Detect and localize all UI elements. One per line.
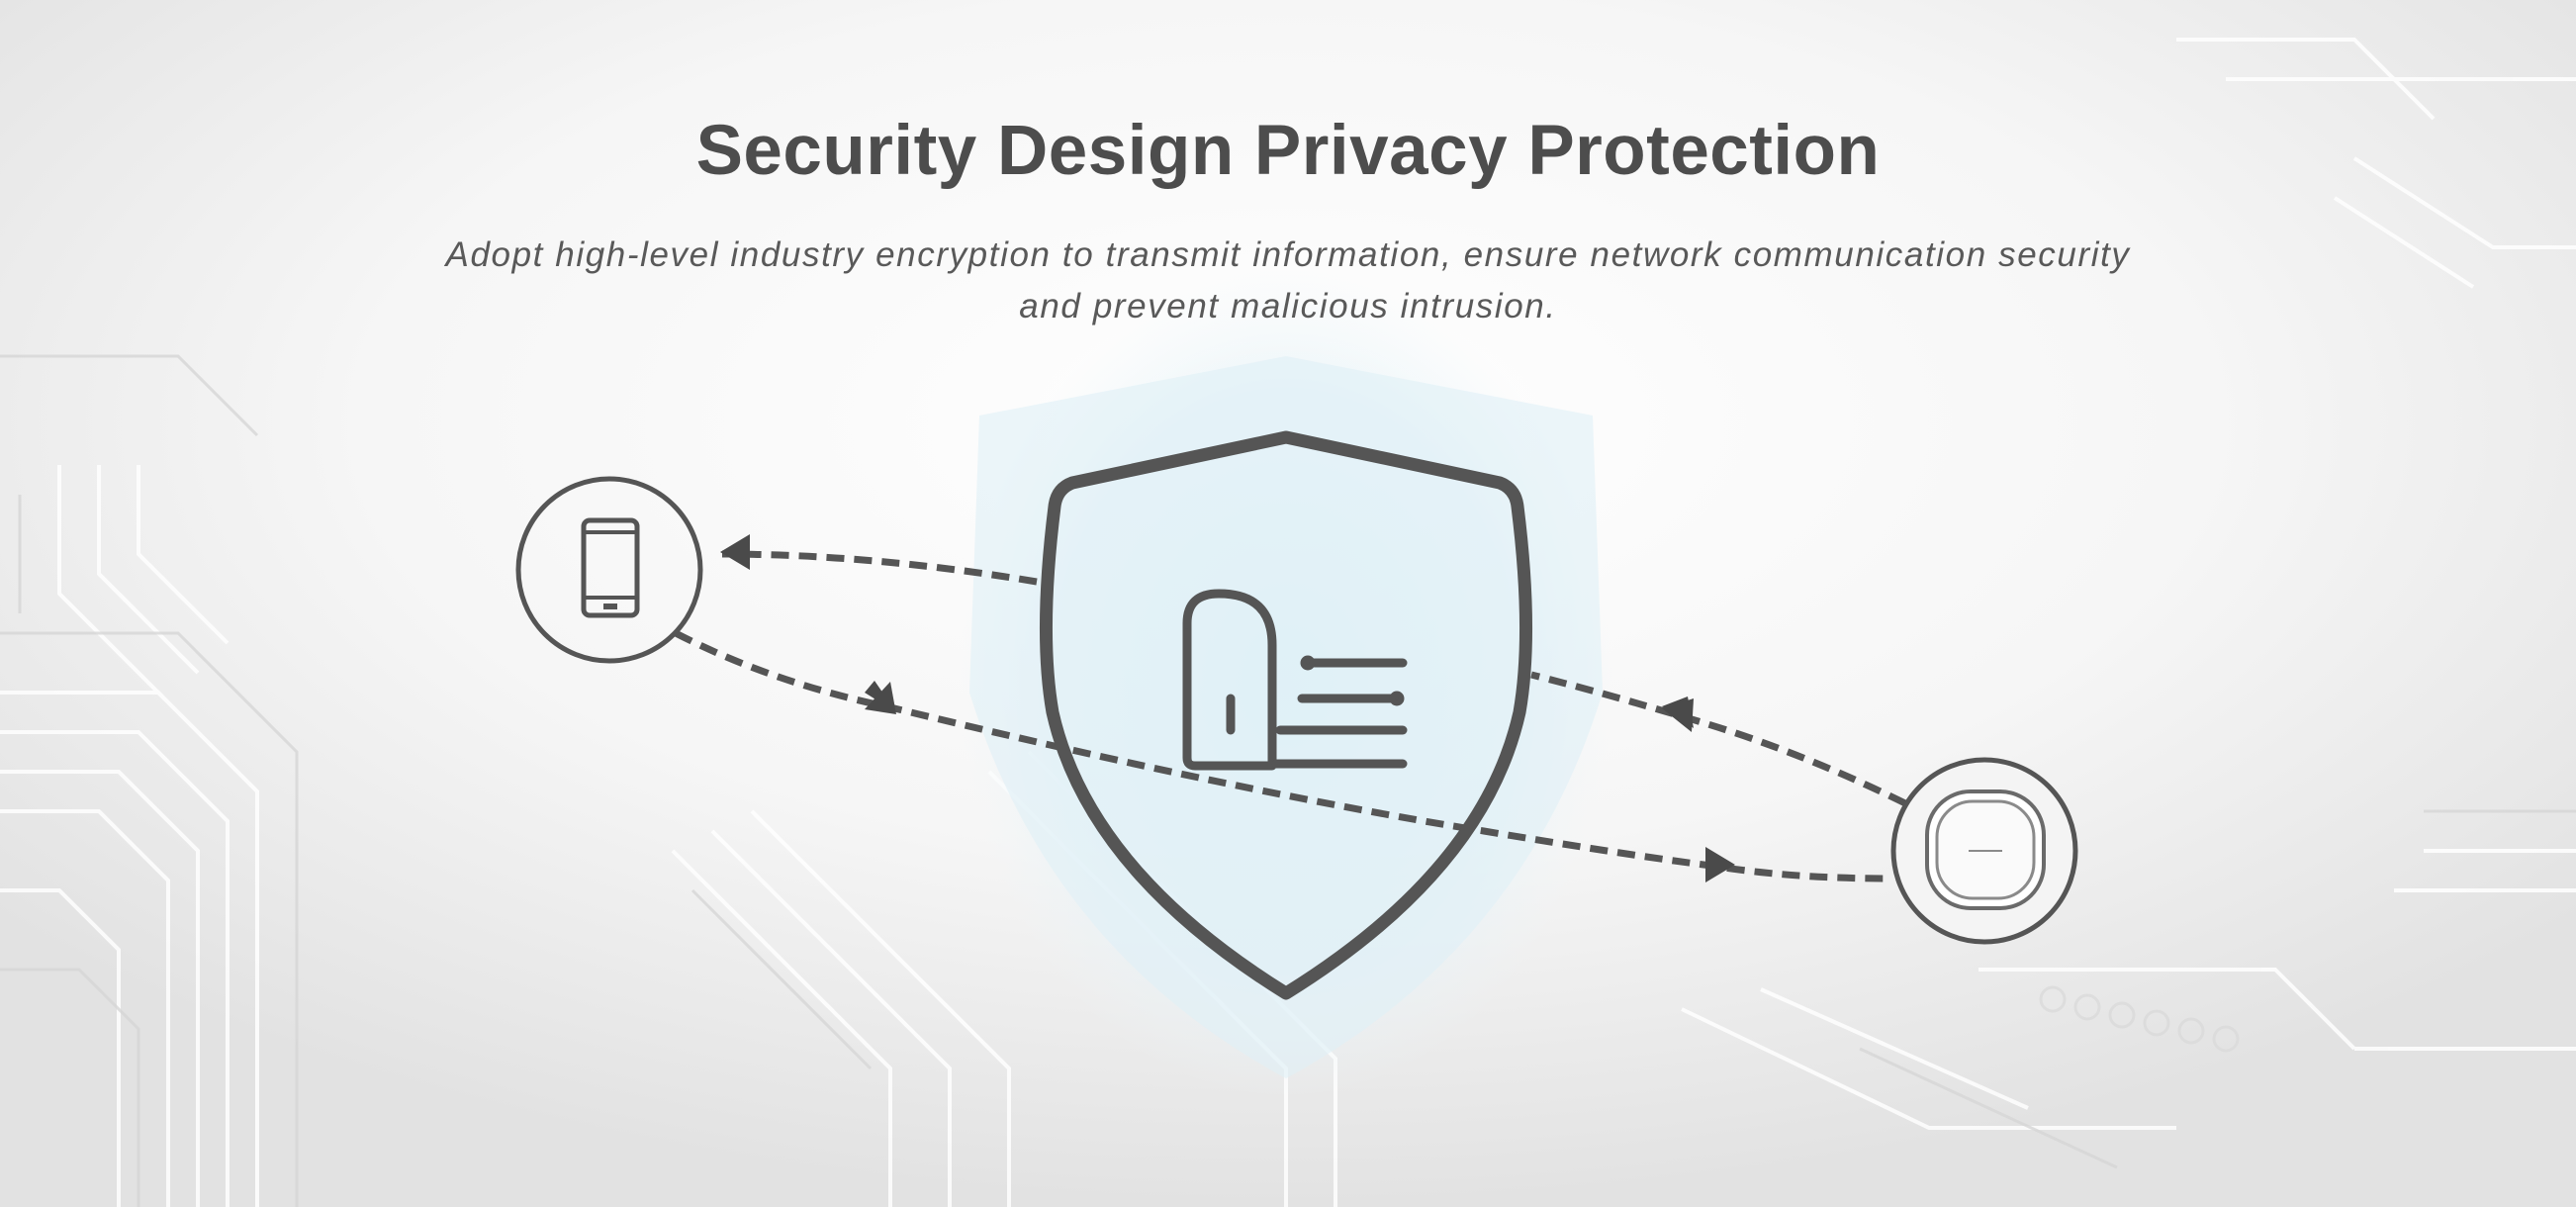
arrow-head-to-router: [1705, 847, 1735, 882]
padlock-icon: [1182, 589, 1408, 771]
connection-line-to-phone: [721, 550, 1038, 586]
shield-lock-icon: [1039, 430, 1533, 1000]
arrow-head-to-phone: [720, 534, 750, 570]
page-subtitle: Adopt high-level industry encryption to …: [398, 230, 2178, 332]
page-title: Security Design Privacy Protection: [695, 112, 1881, 190]
access-point-device: [1890, 757, 2078, 945]
smartphone-device: [515, 476, 703, 664]
arrow-head-to-shield-2: [1662, 698, 1694, 732]
connection-line-phone-to-router: [674, 629, 1890, 882]
smartphone-icon: [581, 517, 640, 618]
connection-line-router-to-shield: [1530, 671, 1907, 807]
arrow-head-up-phone-path-2: [865, 682, 896, 714]
wireless-access-point-icon: [1925, 789, 2046, 910]
subtitle-line-1: Adopt high-level industry encryption to …: [445, 235, 2131, 274]
subtitle-line-2: and prevent malicious intrusion.: [1019, 287, 1557, 325]
